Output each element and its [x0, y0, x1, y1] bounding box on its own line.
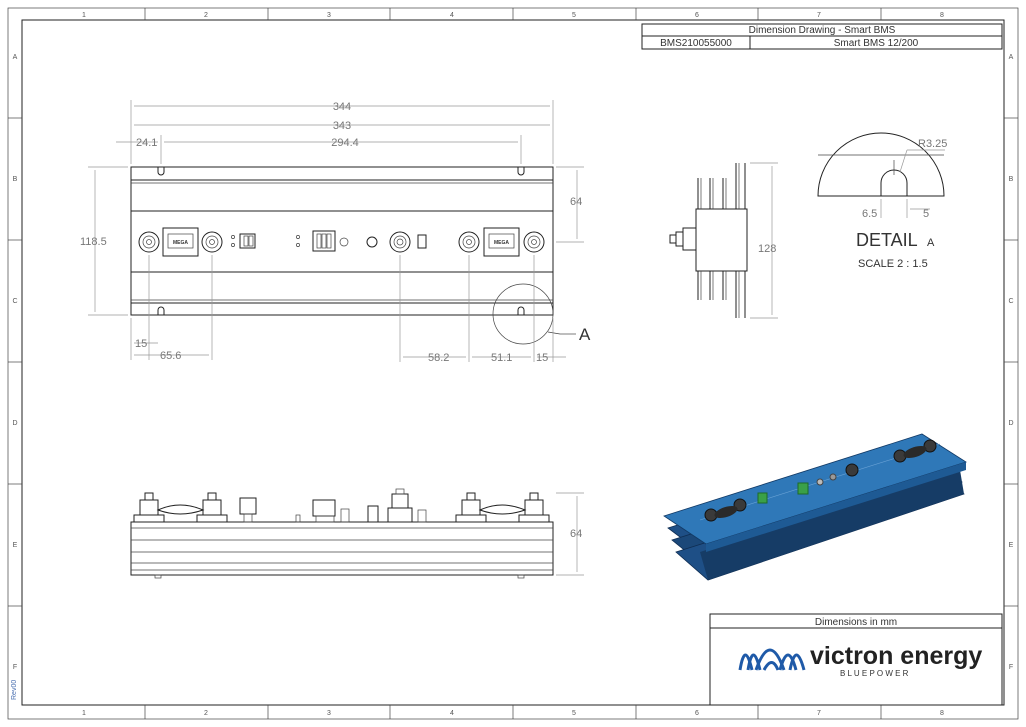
row-label-left-d: D — [12, 420, 17, 427]
fuse-label-right: MEGA — [494, 240, 509, 246]
elevation-view: 64 — [130, 488, 584, 579]
brand-tagline: B L U E P O W E R — [840, 669, 909, 678]
col-label-bottom-1: 1 — [82, 710, 86, 717]
dim-24-1: 24.1 — [136, 137, 157, 149]
footer-block: Dimensions in mm victron energy B L U E … — [709, 613, 1003, 706]
dim-51-1: 51.1 — [491, 352, 512, 364]
detail-width-label: 6.5 — [862, 208, 877, 220]
units-note: Dimensions in mm — [815, 617, 897, 628]
model-name: Smart BMS 12/200 — [834, 38, 919, 49]
row-label-left-a: A — [13, 54, 18, 61]
part-number: BMS210055000 — [660, 38, 732, 49]
col-label-top-4: 4 — [450, 12, 454, 19]
sheet-inner-border — [21, 19, 1005, 706]
detail-scale: SCALE 2 : 1.5 — [858, 258, 928, 270]
title-block: Dimension Drawing - Smart BMS BMS2100550… — [641, 23, 1003, 50]
dim-15-right: 15 — [536, 352, 548, 364]
dim-58-2: 58.2 — [428, 352, 449, 364]
col-label-bottom-4: 4 — [450, 710, 454, 717]
row-label-left-c: C — [12, 298, 17, 305]
detail-radius-label: R3.25 — [918, 138, 947, 150]
col-label-top-8: 8 — [940, 12, 944, 19]
row-label-right-a: A — [1009, 54, 1014, 61]
dim-64-elevation: 64 — [570, 528, 582, 540]
row-references: A B C D E F A B C D E F — [8, 54, 1018, 671]
col-label-bottom-8: 8 — [940, 710, 944, 717]
row-label-right-b: B — [1009, 176, 1014, 183]
row-label-left-e: E — [13, 542, 18, 549]
col-label-top-3: 3 — [327, 12, 331, 19]
dim-294-4: 294.4 — [331, 137, 359, 149]
detail-offset-label: 5 — [923, 208, 929, 220]
dim-128: 128 — [758, 243, 776, 255]
row-label-left-f: F — [13, 664, 17, 671]
row-label-right-d: D — [1008, 420, 1013, 427]
col-label-bottom-2: 2 — [204, 710, 208, 717]
detail-a-view: R3.25 6.5 5 DETAIL A SCALE 2 : 1.5 — [817, 132, 947, 270]
drawing-title: Dimension Drawing - Smart BMS — [749, 25, 896, 36]
dim-118-5: 118.5 — [80, 236, 107, 248]
dim-344: 344 — [333, 101, 351, 113]
row-label-right-e: E — [1009, 542, 1014, 549]
sheet-outer-border — [7, 7, 1019, 720]
col-label-bottom-6: 6 — [695, 710, 699, 717]
row-label-right-f: F — [1009, 664, 1013, 671]
col-label-top-2: 2 — [204, 12, 208, 19]
dim-343: 343 — [333, 120, 351, 132]
col-label-bottom-7: 7 — [817, 710, 821, 717]
front-view: MEGA MEGA A 344 343 294.4 24.1 — [80, 100, 591, 364]
detail-title: DETAIL — [856, 230, 918, 250]
dim-65-6: 65.6 — [160, 350, 181, 362]
dim-64-front: 64 — [570, 196, 582, 208]
col-label-bottom-5: 5 — [572, 710, 576, 717]
brand-name: victron energy — [810, 642, 982, 670]
col-label-top-6: 6 — [695, 12, 699, 19]
detail-a-callout-label: A — [579, 325, 591, 344]
row-label-right-c: C — [1008, 298, 1013, 305]
column-references: 1 2 3 4 5 6 7 8 1 2 3 4 5 6 7 8 — [82, 8, 944, 719]
fuse-label-left: MEGA — [173, 240, 188, 246]
col-label-top-5: 5 — [572, 12, 576, 19]
detail-letter: A — [927, 237, 935, 249]
side-view: 128 — [669, 162, 778, 319]
row-label-left-b: B — [13, 176, 18, 183]
dim-15-left: 15 — [135, 338, 147, 350]
col-label-bottom-3: 3 — [327, 710, 331, 717]
col-label-top-1: 1 — [82, 12, 86, 19]
revision-label: Rev00 — [11, 680, 18, 700]
victron-logo-icon — [738, 648, 806, 671]
detail-a-callout-circle — [492, 283, 554, 345]
isometric-view — [663, 433, 967, 581]
col-label-top-7: 7 — [817, 12, 821, 19]
